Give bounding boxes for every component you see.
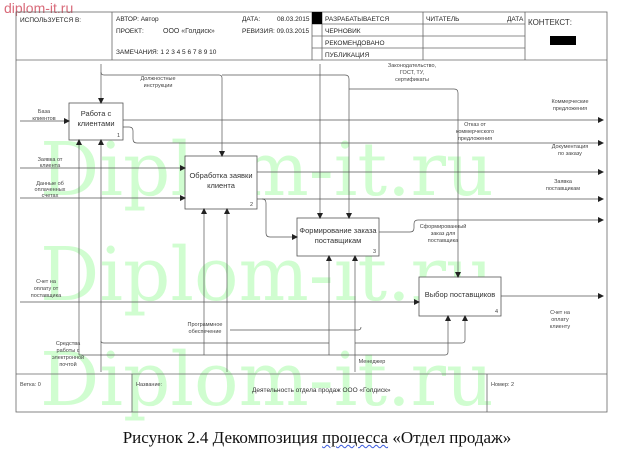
svg-text:ГОСТ, ТУ,: ГОСТ, ТУ,	[400, 70, 425, 76]
header-block: ИСПОЛЬЗУЕТСЯ В: АВТОР: Автор ПРОЕКТ: ООО…	[16, 12, 607, 61]
caption-underlined-word: процесса	[322, 428, 389, 447]
svg-text:Законодательство,: Законодательство,	[388, 63, 437, 69]
svg-text:оплату от: оплату от	[34, 286, 59, 292]
svg-text:оплаченных: оплаченных	[35, 187, 66, 193]
svg-text:по заказу: по заказу	[558, 151, 582, 157]
svg-text:Заявка: Заявка	[554, 179, 573, 185]
project-label: ПРОЕКТ:	[116, 28, 144, 35]
arrow-email-tools: Средства работы с электронной почтой	[52, 139, 451, 368]
node-label: Ветка: 0	[20, 382, 41, 388]
arrow-supplier-request: Заявка поставщикам	[257, 179, 604, 240]
caption-suffix: «Отдел продаж»	[388, 428, 512, 447]
arrow-client-invoice: Счет на оплату клиенту	[501, 293, 604, 330]
status-publication: ПУБЛИКАЦИЯ	[325, 52, 370, 59]
reader-label: ЧИТАТЕЛЬ	[426, 16, 459, 23]
number-label: Номер: 2	[491, 382, 514, 388]
context-label: КОНТЕКСТ:	[528, 18, 572, 27]
svg-text:Работа с: Работа с	[81, 109, 112, 118]
svg-text:поставщика: поставщика	[428, 238, 459, 244]
status-recommended: РЕКОМЕНДОВАНО	[325, 40, 385, 47]
date-value: 08.03.2015	[277, 16, 310, 23]
svg-text:счетах: счетах	[42, 193, 59, 199]
activity-box-2[interactable]: Обработка заявки клиента 2	[184, 155, 258, 210]
svg-text:Отказ от: Отказ от	[464, 122, 486, 128]
activity-box-4[interactable]: Выбор поставщиков 4	[418, 276, 502, 317]
arrow-formed-order: Сформированный заказ для поставщика	[379, 217, 604, 244]
svg-text:Коммерческие: Коммерческие	[551, 99, 588, 105]
arrow-client-base: База клиентов	[20, 109, 70, 124]
svg-text:сертификаты: сертификаты	[395, 77, 429, 83]
svg-text:Обработка заявки: Обработка заявки	[189, 171, 252, 180]
svg-text:предложения: предложения	[458, 136, 492, 142]
svg-text:Сформированный: Сформированный	[420, 223, 467, 230]
svg-text:электронной: электронной	[52, 354, 84, 361]
title-label: Название:	[136, 382, 163, 388]
svg-text:клиента: клиента	[207, 181, 236, 190]
arrow-manager: Менеджер	[230, 255, 468, 372]
svg-text:Формирование заказа: Формирование заказа	[299, 226, 377, 235]
arrow-software: Программное обеспечение	[98, 139, 329, 372]
svg-text:инструкции: инструкции	[144, 83, 173, 89]
arrow-supplier-invoice: Счет на оплату от поставщика	[20, 279, 420, 305]
arrow-offer-refusal: Отказ от коммерческого предложения	[123, 122, 604, 146]
svg-text:поставщика: поставщика	[31, 293, 62, 299]
svg-text:Программное: Программное	[188, 322, 223, 328]
reader-date-label: ДАТА	[507, 16, 524, 23]
svg-text:поставщикам: поставщикам	[315, 236, 362, 245]
svg-text:Счет на: Счет на	[36, 279, 57, 285]
svg-text:заказ для: заказ для	[431, 231, 456, 237]
svg-text:почтой: почтой	[59, 361, 76, 368]
svg-text:предложения: предложения	[553, 106, 587, 112]
arrow-client-request: Заявка от клиента	[20, 157, 186, 171]
context-thumbnail	[550, 36, 576, 45]
project-value: ООО «Голдиск»	[163, 28, 215, 35]
svg-text:Документация: Документация	[552, 144, 589, 150]
author-label: АВТОР: Автор	[116, 16, 159, 23]
svg-text:обеспечение: обеспечение	[189, 329, 222, 335]
footer-block: Ветка: 0 Название: Деятельность отдела п…	[16, 373, 607, 412]
svg-text:оплату: оплату	[551, 317, 569, 323]
diagram-frame	[15, 11, 608, 413]
svg-text:работы с: работы с	[57, 348, 80, 354]
box-number: 2	[250, 202, 253, 208]
arrow-job-instructions: Должностные инструкции	[98, 64, 352, 219]
diagram-title: Деятельность отдела продаж ООО «Голдиск»	[252, 387, 391, 394]
svg-text:клиента: клиента	[40, 163, 61, 169]
box-number: 3	[373, 249, 376, 255]
watermark-text: Diplom-it.ru	[40, 337, 494, 423]
revision-label: РЕВИЗИЯ: 09.03.2015	[242, 28, 309, 35]
used-in-label: ИСПОЛЬЗУЕТСЯ В:	[20, 17, 81, 24]
activity-box-3[interactable]: Формирование заказа поставщикам 3	[296, 217, 380, 257]
svg-text:База: База	[38, 109, 51, 115]
svg-text:Средства: Средства	[56, 341, 81, 347]
figure-caption: Рисунок 2.4 Декомпозиция процесса «Отдел…	[0, 428, 634, 448]
notes-label: ЗАМЕЧАНИЯ: 1 2 3 4 5 6 7 8 9 10	[116, 49, 217, 56]
svg-text:Счет на: Счет на	[550, 310, 571, 316]
arrow-payment-data: Данные об оплаченных счетах	[20, 181, 186, 201]
arrow-commercial-offers: Коммерческие предложения	[123, 99, 604, 123]
arrow-order-docs: Документация по заказу	[257, 144, 604, 175]
svg-text:Данные об: Данные об	[36, 181, 64, 187]
box-number: 4	[495, 309, 498, 315]
svg-text:клиентов: клиентов	[32, 116, 55, 122]
svg-text:клиентами: клиентами	[77, 119, 114, 128]
svg-text:клиенту: клиенту	[550, 324, 570, 330]
status-working: РАЗРАБАТЫВАЕТСЯ	[325, 16, 389, 23]
svg-text:Заявка от: Заявка от	[38, 157, 63, 163]
date-label: ДАТА:	[242, 16, 260, 23]
svg-text:поставщикам: поставщикам	[546, 186, 580, 192]
caption-prefix: Рисунок 2.4 Декомпозиция	[122, 428, 323, 447]
arrow-legislation: Законодательство, ГОСТ, ТУ, сертификаты	[317, 63, 461, 278]
svg-text:коммерческого: коммерческого	[456, 129, 494, 135]
box-number: 1	[117, 133, 120, 139]
svg-text:Менеджер: Менеджер	[359, 359, 386, 365]
svg-text:Должностные: Должностные	[140, 76, 175, 82]
svg-text:Выбор поставщиков: Выбор поставщиков	[425, 290, 496, 299]
activity-box-1[interactable]: Работа с клиентами 1	[68, 102, 124, 141]
status-draft: ЧЕРНОВИК	[325, 28, 361, 35]
